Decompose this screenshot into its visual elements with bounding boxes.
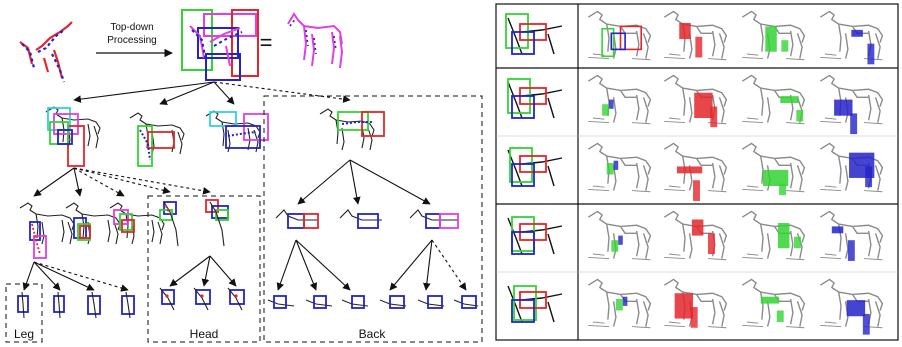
grid-horse-cell [741, 10, 806, 61]
grid-row-thumbnail [507, 285, 563, 323]
grid-horse-cell [663, 210, 728, 261]
equals-sign: = [260, 30, 273, 55]
level2-node-3 [109, 202, 165, 245]
back-leaf-5 [417, 295, 445, 309]
leg-label: Leg [14, 327, 34, 341]
left-panel: Top-down Processing = [5, 9, 483, 343]
level1-node-a [45, 106, 101, 167]
grid-horse-cell [663, 74, 728, 128]
leg-leaf-2 [53, 291, 65, 319]
grid-horse-cell [587, 10, 652, 61]
back-leaf-4 [379, 295, 407, 309]
level1-node-b [129, 112, 185, 167]
head-label: Head [190, 327, 219, 341]
head-arrows [169, 255, 237, 287]
leg-leaf-3 [87, 291, 101, 319]
head-leaf-2 [193, 287, 211, 311]
leg-leaf-4 [121, 291, 135, 319]
grid-horse-cell [587, 142, 652, 193]
level2-node-2 [65, 202, 121, 245]
grid-horse-cell [663, 10, 728, 61]
grid-horse-cell [741, 210, 806, 261]
back-leaves [267, 295, 479, 309]
grid-row-thumbnail [505, 13, 563, 55]
head-node-1 [159, 201, 179, 247]
grid-horse-cell [587, 210, 652, 261]
grid-horse-cell [741, 278, 806, 329]
processing-arrow: Top-down Processing [96, 22, 173, 58]
level0-arrows [73, 81, 351, 105]
head-node-2 [205, 199, 229, 247]
arrow-label-bottom: Processing [107, 35, 156, 46]
level2-arrows [33, 159, 431, 205]
grid-horse-cell [819, 278, 884, 335]
result-sketch [287, 12, 344, 69]
grid-horse-cell [741, 74, 806, 125]
back-label: Back [359, 327, 387, 341]
input-sketch [19, 21, 73, 83]
boxed-sketch [181, 9, 259, 81]
arrow-label-top: Top-down [110, 22, 153, 33]
grid-cells [505, 10, 884, 335]
back-node-2 [339, 209, 382, 229]
grid-horse-cell [741, 142, 806, 196]
grid-row-thumbnail [507, 147, 563, 187]
head-leaf-1 [159, 287, 175, 311]
right-panel-grid [495, 3, 899, 341]
leg-leaf-1 [17, 291, 29, 319]
head-group-box [147, 195, 261, 343]
grid-row-thumbnail [507, 216, 563, 255]
leg-arrows [22, 261, 129, 292]
level1-node-c [205, 110, 269, 153]
back-leaf-3 [341, 295, 369, 309]
head-leaf-3 [227, 287, 245, 311]
level2-node-1 [19, 202, 75, 259]
grid-horse-cell [819, 210, 884, 261]
grid-horse-cell [819, 10, 884, 65]
grid-horse-cell [587, 278, 652, 329]
grid-horse-cell [663, 142, 728, 201]
grid-horse-cell [819, 142, 884, 193]
back-leaf-1 [267, 295, 295, 309]
back-arrows [276, 239, 467, 291]
grid-horse-cell [663, 278, 728, 329]
grid-horse-cell [819, 74, 884, 135]
back-leaf-6 [453, 295, 479, 309]
back-node-3 [409, 209, 459, 229]
level1-node-d [319, 108, 385, 151]
back-group-box [263, 95, 483, 343]
grid-row-thumbnail [507, 78, 563, 119]
back-node-1 [275, 209, 319, 229]
back-leaf-2 [305, 295, 333, 309]
grid-horse-cell [587, 74, 652, 125]
